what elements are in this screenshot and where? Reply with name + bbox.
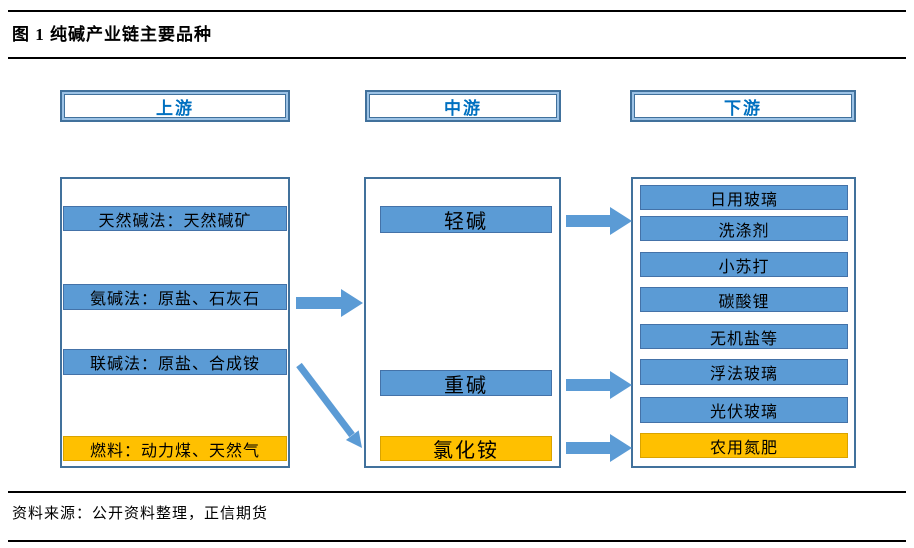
- item-baking-soda: 小苏打: [640, 252, 848, 277]
- item-lithium-carbonate: 碳酸锂: [640, 287, 848, 312]
- item-natural-alkali-process: 天然碱法：天然碱矿: [63, 206, 287, 231]
- item-ammonia-alkali-process: 氨碱法：原盐、石灰石: [63, 284, 287, 310]
- upstream-to-ammonium-chloride-arrow-diagonal-icon: [296, 362, 362, 448]
- header-midstream: 中游: [365, 90, 561, 122]
- light-soda-to-downstream-arrow-right-icon: [566, 207, 632, 235]
- item-combined-alkali-process: 联碱法：原盐、合成铵: [63, 349, 287, 375]
- item-photovoltaic-glass: 光伏玻璃: [640, 397, 848, 423]
- bottom-rule: [8, 540, 906, 542]
- item-light-soda-ash: 轻碱: [380, 206, 552, 233]
- item-heavy-soda-ash: 重碱: [380, 370, 552, 397]
- top-rule: [8, 10, 906, 12]
- heavy-soda-to-downstream-arrow-right-icon: [566, 371, 632, 399]
- source-top-rule: [8, 491, 906, 493]
- item-daily-glass: 日用玻璃: [640, 185, 848, 210]
- source-note: 资料来源：公开资料整理，正信期货: [12, 506, 269, 522]
- item-nitrogen-fertilizer: 农用氮肥: [640, 433, 848, 458]
- item-fuel: 燃料：动力煤、天然气: [63, 436, 287, 461]
- ammonium-chloride-to-downstream-arrow-right-icon: [566, 434, 632, 462]
- upstream-to-midstream-arrow-right-icon: [296, 289, 363, 317]
- item-ammonium-chloride: 氯化铵: [380, 436, 552, 462]
- header-upstream: 上游: [60, 90, 290, 122]
- figure-title: 图 1 纯碱产业链主要品种: [12, 25, 212, 44]
- header-downstream: 下游: [630, 90, 856, 122]
- item-detergent: 洗涤剂: [640, 216, 848, 241]
- title-bottom-rule: [8, 57, 906, 59]
- item-float-glass: 浮法玻璃: [640, 359, 848, 385]
- item-inorganic-salts: 无机盐等: [640, 324, 848, 349]
